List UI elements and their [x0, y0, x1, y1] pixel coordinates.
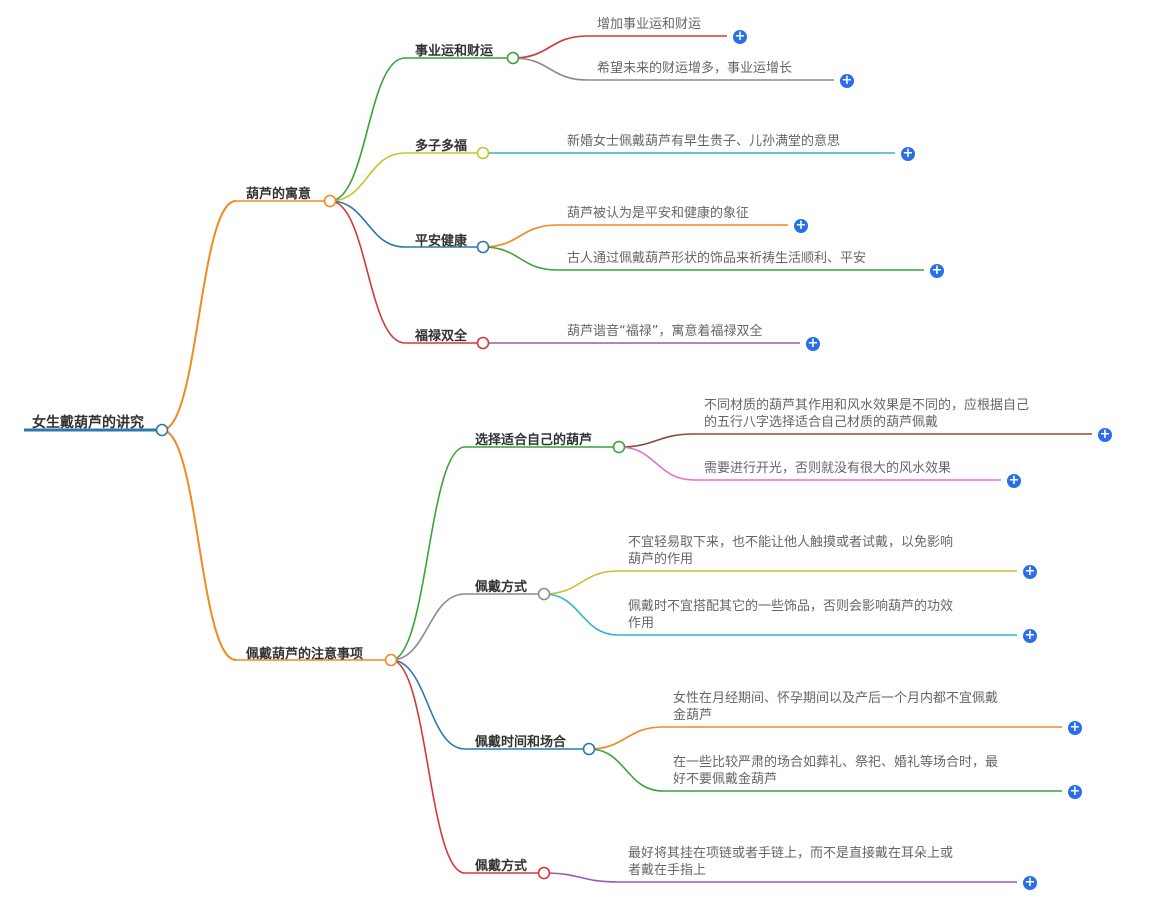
- expand-plus-icon[interactable]: +: [806, 336, 820, 351]
- leaf-text-line: 希望未来的财运增多，事业运增长: [597, 61, 793, 76]
- expand-plus-icon[interactable]: +: [1007, 473, 1021, 488]
- branch-label: 佩戴葫芦的注意事项: [246, 647, 364, 662]
- expand-plus-icon[interactable]: +: [901, 146, 915, 161]
- leaf-text-line: 葫芦谐音“福禄”，寓意着福禄双全: [567, 324, 763, 339]
- leaf-text: 新婚女士佩戴葫芦有早生贵子、儿孙满堂的意思: [567, 133, 840, 150]
- root-node-circle: [155, 423, 169, 437]
- expand-plus-icon[interactable]: +: [930, 263, 944, 278]
- leaf-connector: [543, 593, 619, 636]
- leaf-text-line: 不宜轻易取下来，也不能让他人触摸或者试戴，以免影响: [628, 535, 954, 550]
- topic-label: 选择适合自己的葫芦: [475, 433, 593, 448]
- leaf-text-line: 最好将其挂在项链或者手链上，而不是直接戴在耳朵上或: [628, 846, 954, 861]
- leaf-connector: [543, 570, 619, 595]
- topic-connector: [329, 200, 406, 344]
- topic-node-circle: [582, 742, 596, 756]
- topic-node-circle: [537, 587, 551, 601]
- leaf-text: 在一些比较严肃的场合如葬礼、祭祀、婚礼等场合时，最好不要佩戴金葫芦: [673, 754, 998, 788]
- branch-connector: [161, 429, 237, 661]
- expand-plus-icon[interactable]: +: [1098, 427, 1112, 442]
- leaf-connector: [588, 726, 664, 750]
- topic-node-circle: [476, 240, 490, 254]
- leaf-text-line: 女性在月经期间、怀孕期间以及产后一个月内都不宜佩戴: [673, 691, 999, 706]
- branch-connector: [161, 200, 237, 431]
- leaf-text-line: 佩戴时不宜搭配其它的一些饰品，否则会影响葫芦的功效: [628, 599, 954, 614]
- leaf-text: 佩戴时不宜搭配其它的一些饰品，否则会影响葫芦的功效作用: [628, 598, 953, 632]
- leaf-text: 最好将其挂在项链或者手链上，而不是直接戴在耳朵上或者戴在手指上: [628, 845, 953, 879]
- leaf-connector: [482, 224, 558, 248]
- expand-plus-icon[interactable]: +: [1068, 720, 1082, 735]
- leaf-text: 需要进行开光，否则就没有很大的风水效果: [704, 460, 951, 477]
- topic-label: 事业运和财运: [415, 44, 494, 59]
- leaf-connector: [512, 35, 588, 59]
- topic-node-circle: [476, 336, 490, 350]
- expand-plus-icon[interactable]: +: [733, 29, 747, 44]
- leaf-text-line: 增加事业运和财运: [597, 17, 702, 32]
- expand-plus-icon[interactable]: +: [794, 218, 808, 233]
- expand-plus-icon[interactable]: +: [840, 73, 854, 88]
- leaf-text: 希望未来的财运增多，事业运增长: [597, 60, 792, 77]
- leaf-text-line: 葫芦被认为是平安和健康的象征: [567, 206, 750, 221]
- branch-label: 葫芦的寓意: [246, 187, 312, 202]
- leaf-text-line: 好不要佩戴金葫芦: [673, 772, 778, 787]
- topic-node-circle: [537, 866, 551, 880]
- branch-node-circle: [323, 194, 337, 208]
- leaf-text: 女性在月经期间、怀孕期间以及产后一个月内都不宜佩戴金葫芦: [673, 690, 998, 724]
- topic-connector: [329, 57, 406, 202]
- branch-node-circle: [384, 653, 398, 667]
- topic-node-circle: [506, 51, 520, 65]
- topic-label: 佩戴方式: [475, 580, 528, 595]
- root-node-label: 女生戴葫芦的讲究: [32, 415, 144, 431]
- expand-plus-icon[interactable]: +: [1023, 628, 1037, 643]
- leaf-text-line: 的五行八字选择适合自己材质的葫芦佩戴: [704, 415, 939, 430]
- topic-connector: [390, 659, 466, 874]
- topic-label: 佩戴方式: [475, 859, 528, 874]
- leaf-text-line: 需要进行开光，否则就没有很大的风水效果: [704, 461, 952, 476]
- topic-connector: [390, 659, 466, 750]
- topic-connector: [329, 200, 406, 248]
- topic-label: 平安健康: [415, 234, 468, 249]
- leaf-text: 不同材质的葫芦其作用和风水效果是不同的，应根据自己的五行八字选择适合自己材质的葫…: [704, 397, 1029, 431]
- leaf-connector: [512, 57, 588, 81]
- topic-connector: [390, 593, 466, 661]
- topic-connector: [390, 446, 466, 661]
- topic-label: 多子多福: [415, 139, 468, 154]
- expand-plus-icon[interactable]: +: [1023, 564, 1037, 579]
- topic-label: 福禄双全: [415, 329, 468, 344]
- leaf-text-line: 新婚女士佩戴葫芦有早生贵子、儿孙满堂的意思: [567, 134, 841, 149]
- leaf-text-line: 葫芦的作用: [628, 552, 694, 567]
- leaf-connector: [482, 246, 558, 271]
- leaf-text-line: 金葫芦: [673, 708, 713, 723]
- topic-node-circle: [476, 146, 490, 160]
- leaf-text-line: 古人通过佩戴葫芦形状的饰品来祈祷生活顺利、平安: [567, 251, 867, 266]
- leaf-connector: [618, 433, 695, 448]
- leaf-text: 葫芦谐音“福禄”，寓意着福禄双全: [567, 323, 762, 340]
- leaf-connector: [543, 872, 619, 883]
- leaf-text: 不宜轻易取下来，也不能让他人触摸或者试戴，以免影响葫芦的作用: [628, 534, 953, 568]
- topic-connector: [329, 152, 406, 202]
- topic-label: 佩戴时间和场合: [475, 735, 567, 750]
- leaf-connector: [618, 446, 695, 481]
- leaf-text-line: 者戴在手指上: [628, 863, 707, 878]
- leaf-text-line: 作用: [628, 616, 655, 631]
- expand-plus-icon[interactable]: +: [1068, 784, 1082, 799]
- topic-node-circle: [612, 440, 626, 454]
- leaf-text: 葫芦被认为是平安和健康的象征: [567, 205, 749, 222]
- leaf-text: 古人通过佩戴葫芦形状的饰品来祈祷生活顺利、平安: [567, 250, 866, 267]
- leaf-text-line: 在一些比较严肃的场合如葬礼、祭祀、婚礼等场合时，最: [673, 755, 999, 770]
- expand-plus-icon[interactable]: +: [1023, 875, 1037, 890]
- leaf-text-line: 不同材质的葫芦其作用和风水效果是不同的，应根据自己: [704, 398, 1030, 413]
- leaf-connector: [588, 748, 664, 792]
- leaf-text: 增加事业运和财运: [597, 16, 701, 33]
